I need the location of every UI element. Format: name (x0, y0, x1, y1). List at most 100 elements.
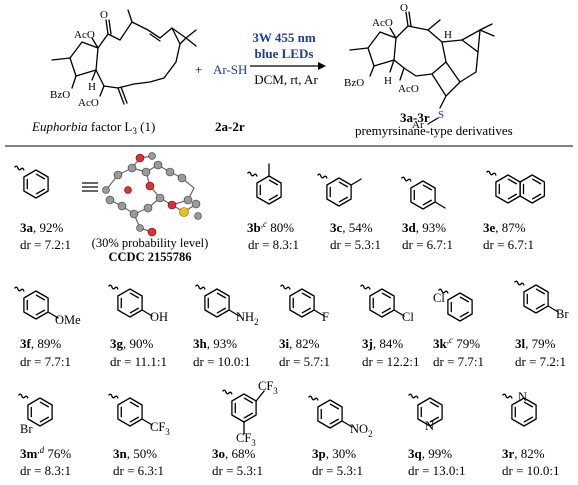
chlorophenyl-3j (369, 288, 395, 318)
attachment-point (195, 284, 206, 290)
ring-bond (117, 288, 143, 318)
substituent-cf3-b: CF3 (236, 431, 256, 448)
compound-yield-3e: 3e, 87% (483, 220, 526, 235)
bzo-label-1: BzO (50, 89, 70, 101)
compound-dr-3n: dr = 6.3:1 (113, 463, 164, 478)
h-label-2: H (444, 29, 452, 41)
pyridyl-2-3r (511, 397, 537, 427)
starting-material-label: Euphorbia factor L3 (1) (31, 119, 155, 136)
fluorophenyl-3i (289, 288, 315, 318)
substituent-bond (341, 420, 353, 428)
attachment-point (401, 176, 412, 182)
ccdc-label: CCDC 2155786 (109, 250, 192, 264)
compound-dr-3r: dr = 10.0:1 (502, 463, 560, 478)
aco-label-4: AcO (398, 83, 419, 95)
aco-label-1: AcO (74, 29, 95, 41)
substituent-br-ortho: Br (20, 422, 33, 436)
compound-dr-3o: dr = 5.3:1 (212, 463, 263, 478)
compound-yield-3r: 3r, 82% (502, 446, 545, 461)
double-bond (301, 307, 312, 314)
pyridine-n-4: N (425, 419, 434, 433)
ring-bond (447, 292, 473, 322)
naphthyl-3e-a (495, 174, 521, 204)
product-description: premyrsinane-type derivatives (355, 123, 513, 138)
conditions-led: blue LEDs (255, 46, 314, 61)
substituent-cf3-a: CF3 (258, 379, 278, 396)
double-bond (507, 193, 518, 200)
substituent-bond (47, 311, 59, 319)
double-bond (35, 173, 46, 180)
tolyl-meta-3c (326, 177, 352, 207)
compound-dr-3h: dr = 10.0:1 (193, 354, 251, 369)
product-label: 3a-3r (400, 110, 430, 125)
double-bond (35, 294, 46, 301)
ketone-o-label-2: O (400, 2, 408, 14)
double-bond (381, 292, 392, 299)
compound-yield-3b: 3b,c 80% (247, 219, 294, 235)
double-bond (535, 303, 546, 310)
substituent-cl-ortho: Cl (433, 291, 445, 305)
substituent-ome: OMe (55, 313, 81, 327)
sulfur-label: S (438, 109, 444, 121)
double-bond (422, 184, 433, 191)
attachment-point (317, 173, 328, 179)
anisyl-3f (23, 290, 49, 320)
compound-dr-3i: dr = 5.7:1 (279, 354, 330, 369)
product-structure (349, 11, 495, 109)
ring-bond (289, 288, 315, 318)
substituent-bond (141, 309, 153, 317)
double-bond (39, 416, 50, 423)
attachment-point (280, 284, 291, 290)
substituent-bond (228, 309, 240, 317)
ring-bond (256, 175, 282, 205)
compound-yield-3o: 3o, 68% (212, 446, 256, 461)
conditions-solvent: DCM, rt, Ar (254, 72, 318, 87)
aryl-label: Ar (412, 119, 424, 131)
ring-bond (317, 399, 343, 429)
compound-yield-3a: 3a, 92% (20, 220, 64, 235)
compound-dr-3l: dr = 7.2:1 (515, 354, 566, 369)
substituent-bond (393, 309, 405, 317)
substituent-nh2: NH2 (236, 310, 259, 327)
double-bond (523, 416, 534, 423)
compound-dr-3e: dr = 6.7:1 (483, 237, 534, 252)
ring-bond (27, 397, 53, 427)
double-bond (338, 181, 349, 188)
cf3-phenyl-3n (117, 397, 143, 427)
compound-yield-3g: 3g, 90% (110, 336, 154, 351)
ring-bond (117, 397, 143, 427)
attachment-point (360, 284, 371, 290)
hydroxyphenyl-3g (117, 288, 143, 318)
substituent-oh: OH (150, 310, 168, 324)
double-bond (459, 311, 470, 318)
compound-dr-3c: dr = 5.3:1 (330, 237, 381, 252)
attachment-point (222, 389, 233, 395)
double-bond (216, 307, 227, 314)
substituent-cl: Cl (402, 310, 414, 324)
attachment-point (308, 395, 319, 401)
double-bond (268, 194, 279, 201)
substrate-structures (14, 163, 559, 435)
attachment-point (108, 284, 119, 290)
compound-yield-3n: 3n, 50% (113, 446, 157, 461)
substituent-bond (141, 418, 153, 426)
substituent-br: Br (556, 307, 569, 321)
tolyl-para-3d (410, 180, 436, 210)
ring-bond (511, 397, 537, 427)
pyridine-n-2: N (518, 390, 527, 404)
compound-yield-3i: 3i, 82% (279, 336, 320, 351)
double-bond (329, 418, 340, 425)
double-bond (338, 196, 349, 203)
attachment-point (408, 393, 419, 399)
compound-dr-3d: dr = 6.7:1 (402, 237, 453, 252)
double-bond (35, 188, 46, 195)
attachment-point (486, 170, 497, 176)
crystal-probability-label: (30% probability level) (92, 236, 209, 250)
double-bond (507, 178, 518, 185)
compound-dr-3p: dr = 5.3:1 (312, 463, 363, 478)
ring-bond (417, 397, 443, 427)
conditions-light: 3W 455 nm (252, 30, 315, 45)
bromophenyl-3l (523, 284, 549, 314)
ring-bond (523, 284, 549, 314)
